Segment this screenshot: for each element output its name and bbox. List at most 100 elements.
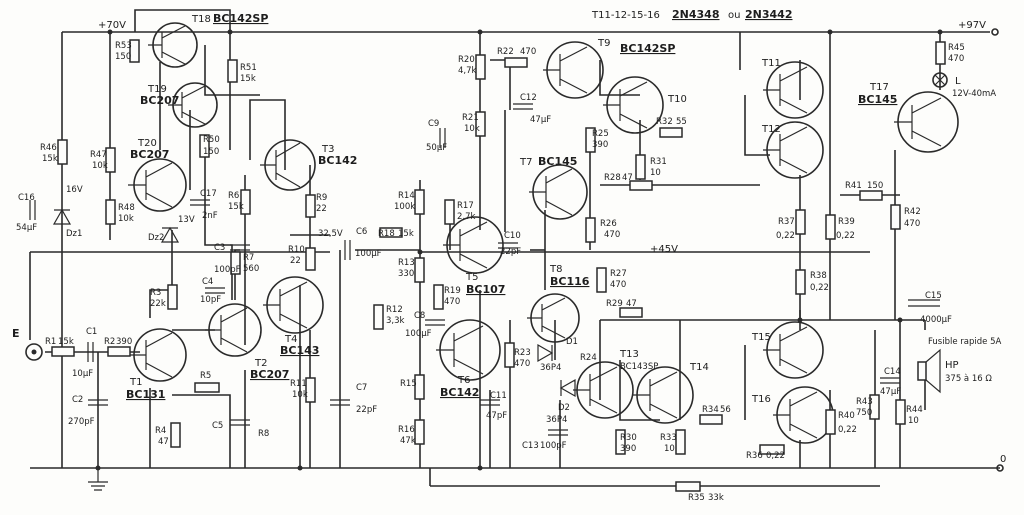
label-C7-val: 22pF (356, 405, 377, 415)
label-R9-ref: R9 (316, 193, 327, 203)
label-R16-val: 47k (400, 436, 416, 446)
transistor-T3 (260, 139, 316, 191)
label-D1-ref: D1 (566, 337, 578, 347)
label-R44-val: 10 (908, 416, 919, 426)
label-R16-ref: R16 (398, 425, 415, 435)
label-C13-val: 100pF (540, 441, 567, 451)
label-T11-ref: T11 (761, 58, 781, 69)
label-R44-ref: R44 (906, 405, 923, 415)
label-R15-ref: R15 (400, 379, 417, 389)
label-T10-ref: T10 (667, 94, 687, 105)
label-R25a-ref: R25 (592, 129, 609, 139)
label-R34-val: 56 (720, 405, 731, 415)
label-R7-val: 560 (243, 264, 259, 274)
label-R18-ref: R18 (378, 229, 395, 239)
label-R9-val: 22 (316, 204, 327, 214)
label-R51-val: 15k (240, 74, 256, 84)
transistor-T9 (543, 41, 604, 99)
label-C10-val: 22pF (500, 247, 521, 257)
label-R43-val: 750 (856, 408, 872, 418)
label-C7-ref: C7 (356, 383, 367, 393)
label-R22-val: 470 (520, 47, 536, 57)
label-R45-val: 470 (948, 54, 964, 64)
label-T6-type: BC142 (440, 386, 479, 399)
label-lamp-ref: L (955, 76, 961, 87)
label-R27-val: 470 (610, 280, 626, 290)
label-R38-ref: R38 (810, 271, 827, 281)
label-R37-val: 0,22 (776, 231, 795, 241)
label-C17-ref: C17 (200, 189, 217, 199)
label-T1-type: BC131 (126, 388, 165, 401)
label-R2-ref: R2 (104, 337, 115, 347)
label-C2-ref: C2 (72, 395, 83, 405)
transistor-T1 (130, 328, 187, 382)
header-part-b: 2N3442 (745, 8, 792, 21)
label-T18-ref: T18 (191, 14, 211, 25)
label-R23-val: 470 (514, 359, 530, 369)
label-C3-ref: C3 (214, 243, 225, 253)
transistors (128, 22, 959, 444)
speaker-symbol (917, 348, 941, 394)
label-C8-ref: C8 (414, 311, 425, 321)
transistor-T19 (168, 82, 218, 128)
label-R11-val: 10k (292, 390, 308, 400)
label-R29-ref: R29 (606, 299, 623, 309)
header-sep: ou (728, 10, 740, 21)
label-R13-ref: R13 (398, 258, 415, 268)
label-Dz2-ref: Dz2 (148, 233, 164, 243)
label-T16-ref: T16 (751, 394, 771, 405)
capacitor-symbols (29, 103, 940, 436)
resistor-bodies (51, 39, 946, 492)
label-C2-val: 270pF (68, 417, 95, 427)
label-R4-ref: R4 (155, 426, 166, 436)
transistor-T16 (773, 386, 834, 444)
label-C15-ref: C15 (925, 291, 942, 301)
header-part-a: 2N4348 (672, 8, 719, 21)
label-R7-ref: R7 (243, 253, 254, 263)
label-T14-ref: T14 (689, 362, 709, 373)
transistor-T12 (763, 121, 824, 179)
ground-symbol (88, 468, 108, 491)
label-R28-ref: R28 (604, 173, 621, 183)
label-R17-val: 2,7k (457, 212, 476, 222)
label-R1-ref: R1 (45, 337, 56, 347)
label-R17-ref: R17 (457, 201, 474, 211)
transistor-T2 (205, 303, 262, 357)
label-R10-ref: R10 (288, 245, 305, 255)
lamp-symbol (932, 72, 948, 88)
label-T13-ref: T13 (619, 349, 639, 360)
label-Dz2-val: 13V (178, 215, 195, 225)
transistor-T6 (436, 319, 501, 381)
label-C3-val: 100pF (214, 265, 241, 275)
label-T18-type: BC142SP (213, 12, 268, 25)
terminals (991, 28, 1004, 472)
label-R39-val: 0,22 (836, 231, 855, 241)
label-C12-ref: C12 (520, 93, 537, 103)
transistor-T4 (263, 276, 324, 334)
label-C11-ref: C11 (490, 391, 507, 401)
label-R26-val: 470 (604, 230, 620, 240)
transistor-T15 (763, 321, 824, 379)
label-R39-ref: R39 (838, 217, 855, 227)
label-R30-ref: R30 (620, 433, 637, 443)
label-T20-type: BC207 (130, 148, 169, 161)
label-R30-val: 390 (620, 444, 636, 454)
label-R35-ref: R35 (688, 493, 705, 503)
label-R42-val: 470 (904, 219, 920, 229)
label-R21-val: 10k (464, 124, 480, 134)
label-R3-ref: R3 (150, 288, 161, 298)
label-R33-ref: R33 (660, 433, 677, 443)
transistor-T8 (527, 293, 580, 343)
label-R48-ref: R48 (118, 203, 135, 213)
label-R27-ref: R27 (610, 269, 627, 279)
label-R28-val: 47 (622, 173, 633, 183)
label-R32-ref: R32 (656, 117, 673, 127)
label-T2-ref: T2 (254, 358, 267, 369)
label-R32-val: 55 (676, 117, 687, 127)
label-R31-val: 10 (650, 168, 661, 178)
label-R1-val: 15k (58, 337, 74, 347)
label-R22-ref: R22 (497, 47, 514, 57)
label-R19-val: 470 (444, 297, 460, 307)
label-R5-ref: R5 (200, 371, 211, 381)
label-C9-ref: C9 (428, 119, 439, 129)
